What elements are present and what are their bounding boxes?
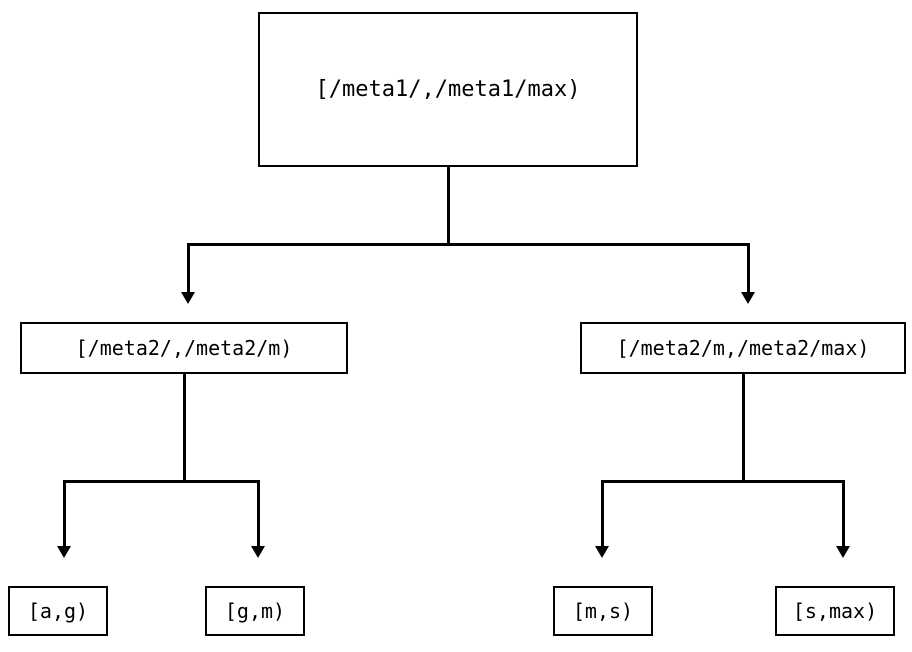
node-mid-right[interactable]: [/meta2/m,/meta2/max): [580, 322, 906, 374]
edge-mid-right-to-leaf4-drop: [842, 480, 845, 546]
node-leaf-m-s[interactable]: [m,s): [553, 586, 653, 636]
arrowhead-icon-mid-right-to-leaf4: [836, 546, 850, 558]
edge-root-to-mid-right-drop: [747, 243, 750, 292]
edge-mid-right-to-leaf3-drop: [601, 480, 604, 546]
edge-mid-left-to-leaf1-drop: [63, 480, 66, 546]
node-root[interactable]: [/meta1/,/meta1/max): [258, 12, 638, 167]
node-leaf-s-max-label: [s,max): [792, 599, 878, 623]
edge-root-stem: [447, 167, 450, 244]
arrowhead-icon-mid-left-to-leaf2: [251, 546, 265, 558]
node-mid-right-label: [/meta2/m,/meta2/max): [616, 336, 870, 360]
node-leaf-a-g-label: [a,g): [27, 599, 89, 623]
edge-mid-right-stem: [742, 374, 745, 481]
edge-root-to-mid-left-drop: [187, 243, 190, 292]
node-leaf-a-g[interactable]: [a,g): [8, 586, 108, 636]
node-leaf-g-m[interactable]: [g,m): [205, 586, 305, 636]
edge-root-bar: [187, 243, 750, 246]
arrowhead-icon-root-to-mid-left: [181, 292, 195, 304]
node-leaf-s-max[interactable]: [s,max): [775, 586, 895, 636]
node-mid-left-label: [/meta2/,/meta2/m): [75, 336, 293, 360]
edge-mid-left-to-leaf2-drop: [257, 480, 260, 546]
node-leaf-m-s-label: [m,s): [572, 599, 634, 623]
node-leaf-g-m-label: [g,m): [224, 599, 286, 623]
edge-mid-left-stem: [183, 374, 186, 481]
edge-mid-left-bar: [63, 480, 260, 483]
arrowhead-icon-root-to-mid-right: [741, 292, 755, 304]
node-root-label: [/meta1/,/meta1/max): [315, 76, 581, 102]
edge-mid-right-bar: [601, 480, 845, 483]
node-mid-left[interactable]: [/meta2/,/meta2/m): [20, 322, 348, 374]
arrowhead-icon-mid-right-to-leaf3: [595, 546, 609, 558]
arrowhead-icon-mid-left-to-leaf1: [57, 546, 71, 558]
